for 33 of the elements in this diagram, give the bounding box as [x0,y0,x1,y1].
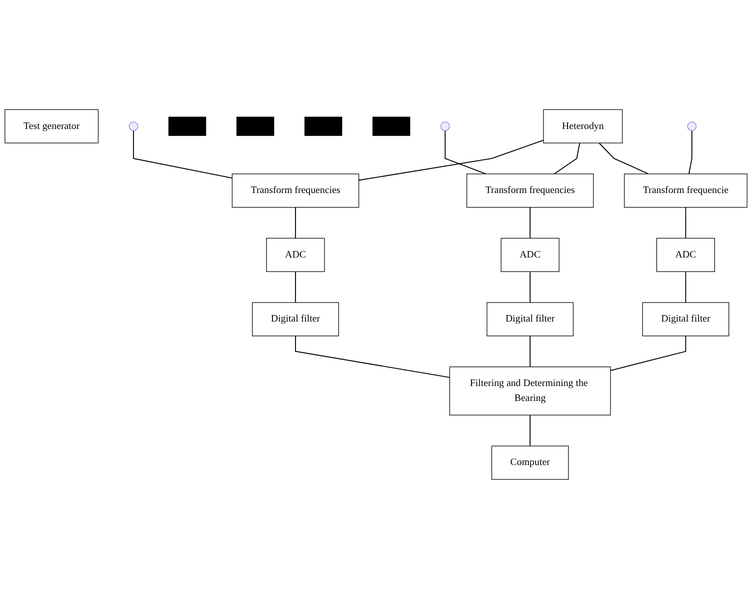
node-box [642,302,730,336]
connector [530,335,531,368]
node-box [232,174,360,208]
node-box [543,109,623,144]
connector [685,206,686,239]
connector [444,130,486,174]
node-box [266,238,325,272]
node-box [624,174,748,208]
connector [530,271,531,303]
connector [688,130,692,174]
node-box [449,366,611,416]
node-box [466,174,594,208]
connector [295,335,450,378]
connector [295,271,296,303]
node-box [656,238,715,272]
node-box [252,302,339,336]
node-box [304,116,342,136]
node-box [491,446,569,480]
connector [295,206,296,239]
node-box [500,238,560,272]
connector [133,130,233,178]
connector [358,140,544,181]
node-box [372,116,410,136]
node-box [236,116,274,136]
connector [685,271,686,303]
connector [610,335,686,371]
node-box [4,109,99,144]
connector [598,142,649,174]
connector [530,414,531,446]
node-box [168,116,206,136]
connector [554,142,580,174]
connector [530,206,531,239]
node-box [486,302,574,336]
